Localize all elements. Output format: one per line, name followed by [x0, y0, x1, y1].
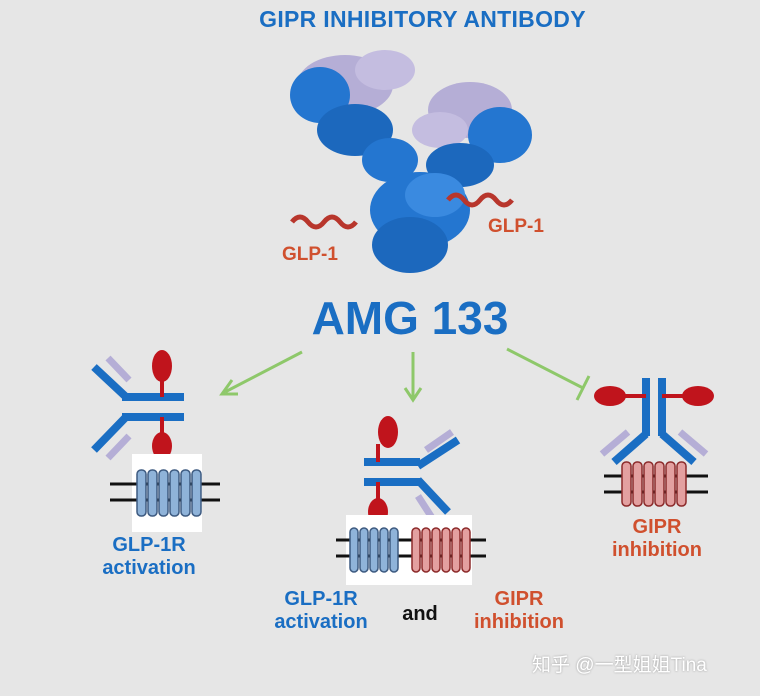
glp1-label-left: GLP-1 — [282, 244, 338, 265]
right-panel-caption: GIPR inhibition — [592, 516, 722, 562]
middle-right-caption-line2: inhibition — [474, 611, 564, 633]
diagram-title: GIPR INHIBITORY ANTIBODY — [259, 6, 586, 32]
right-antibody-icon — [594, 378, 714, 466]
middle-antibody-icon — [364, 416, 461, 526]
arrow-center — [403, 352, 423, 403]
glp1r-receptor-left — [110, 454, 220, 532]
right-caption-line1: GIPR — [632, 516, 682, 538]
gipr-receptor-right — [604, 461, 708, 507]
right-caption-line2: inhibition — [612, 539, 702, 561]
drug-name: AMG 133 — [311, 292, 509, 344]
inhibition-line-right — [506, 347, 591, 401]
glp1r-receptor-middle — [336, 515, 410, 585]
left-antibody-icon — [91, 350, 184, 461]
middle-right-caption-line1: GIPR — [494, 588, 544, 610]
left-panel-caption: GLP-1R activation — [84, 534, 214, 580]
middle-left-caption-line1: GLP-1R — [284, 588, 358, 610]
left-caption-line1: GLP-1R — [112, 534, 186, 556]
gipr-receptor-middle — [408, 515, 486, 585]
middle-left-caption-line2: activation — [274, 611, 368, 633]
antibody-structure — [290, 50, 532, 273]
middle-left-caption: GLP-1R activation — [246, 588, 396, 634]
middle-right-caption: GIPR inhibition — [454, 588, 584, 634]
glp1-label-right: GLP-1 — [488, 216, 544, 237]
arrow-left — [219, 350, 303, 396]
watermark: 知乎 @一型姐姐Tina — [532, 655, 707, 676]
left-caption-line2: activation — [102, 557, 196, 579]
middle-conjunction: and — [402, 603, 438, 625]
